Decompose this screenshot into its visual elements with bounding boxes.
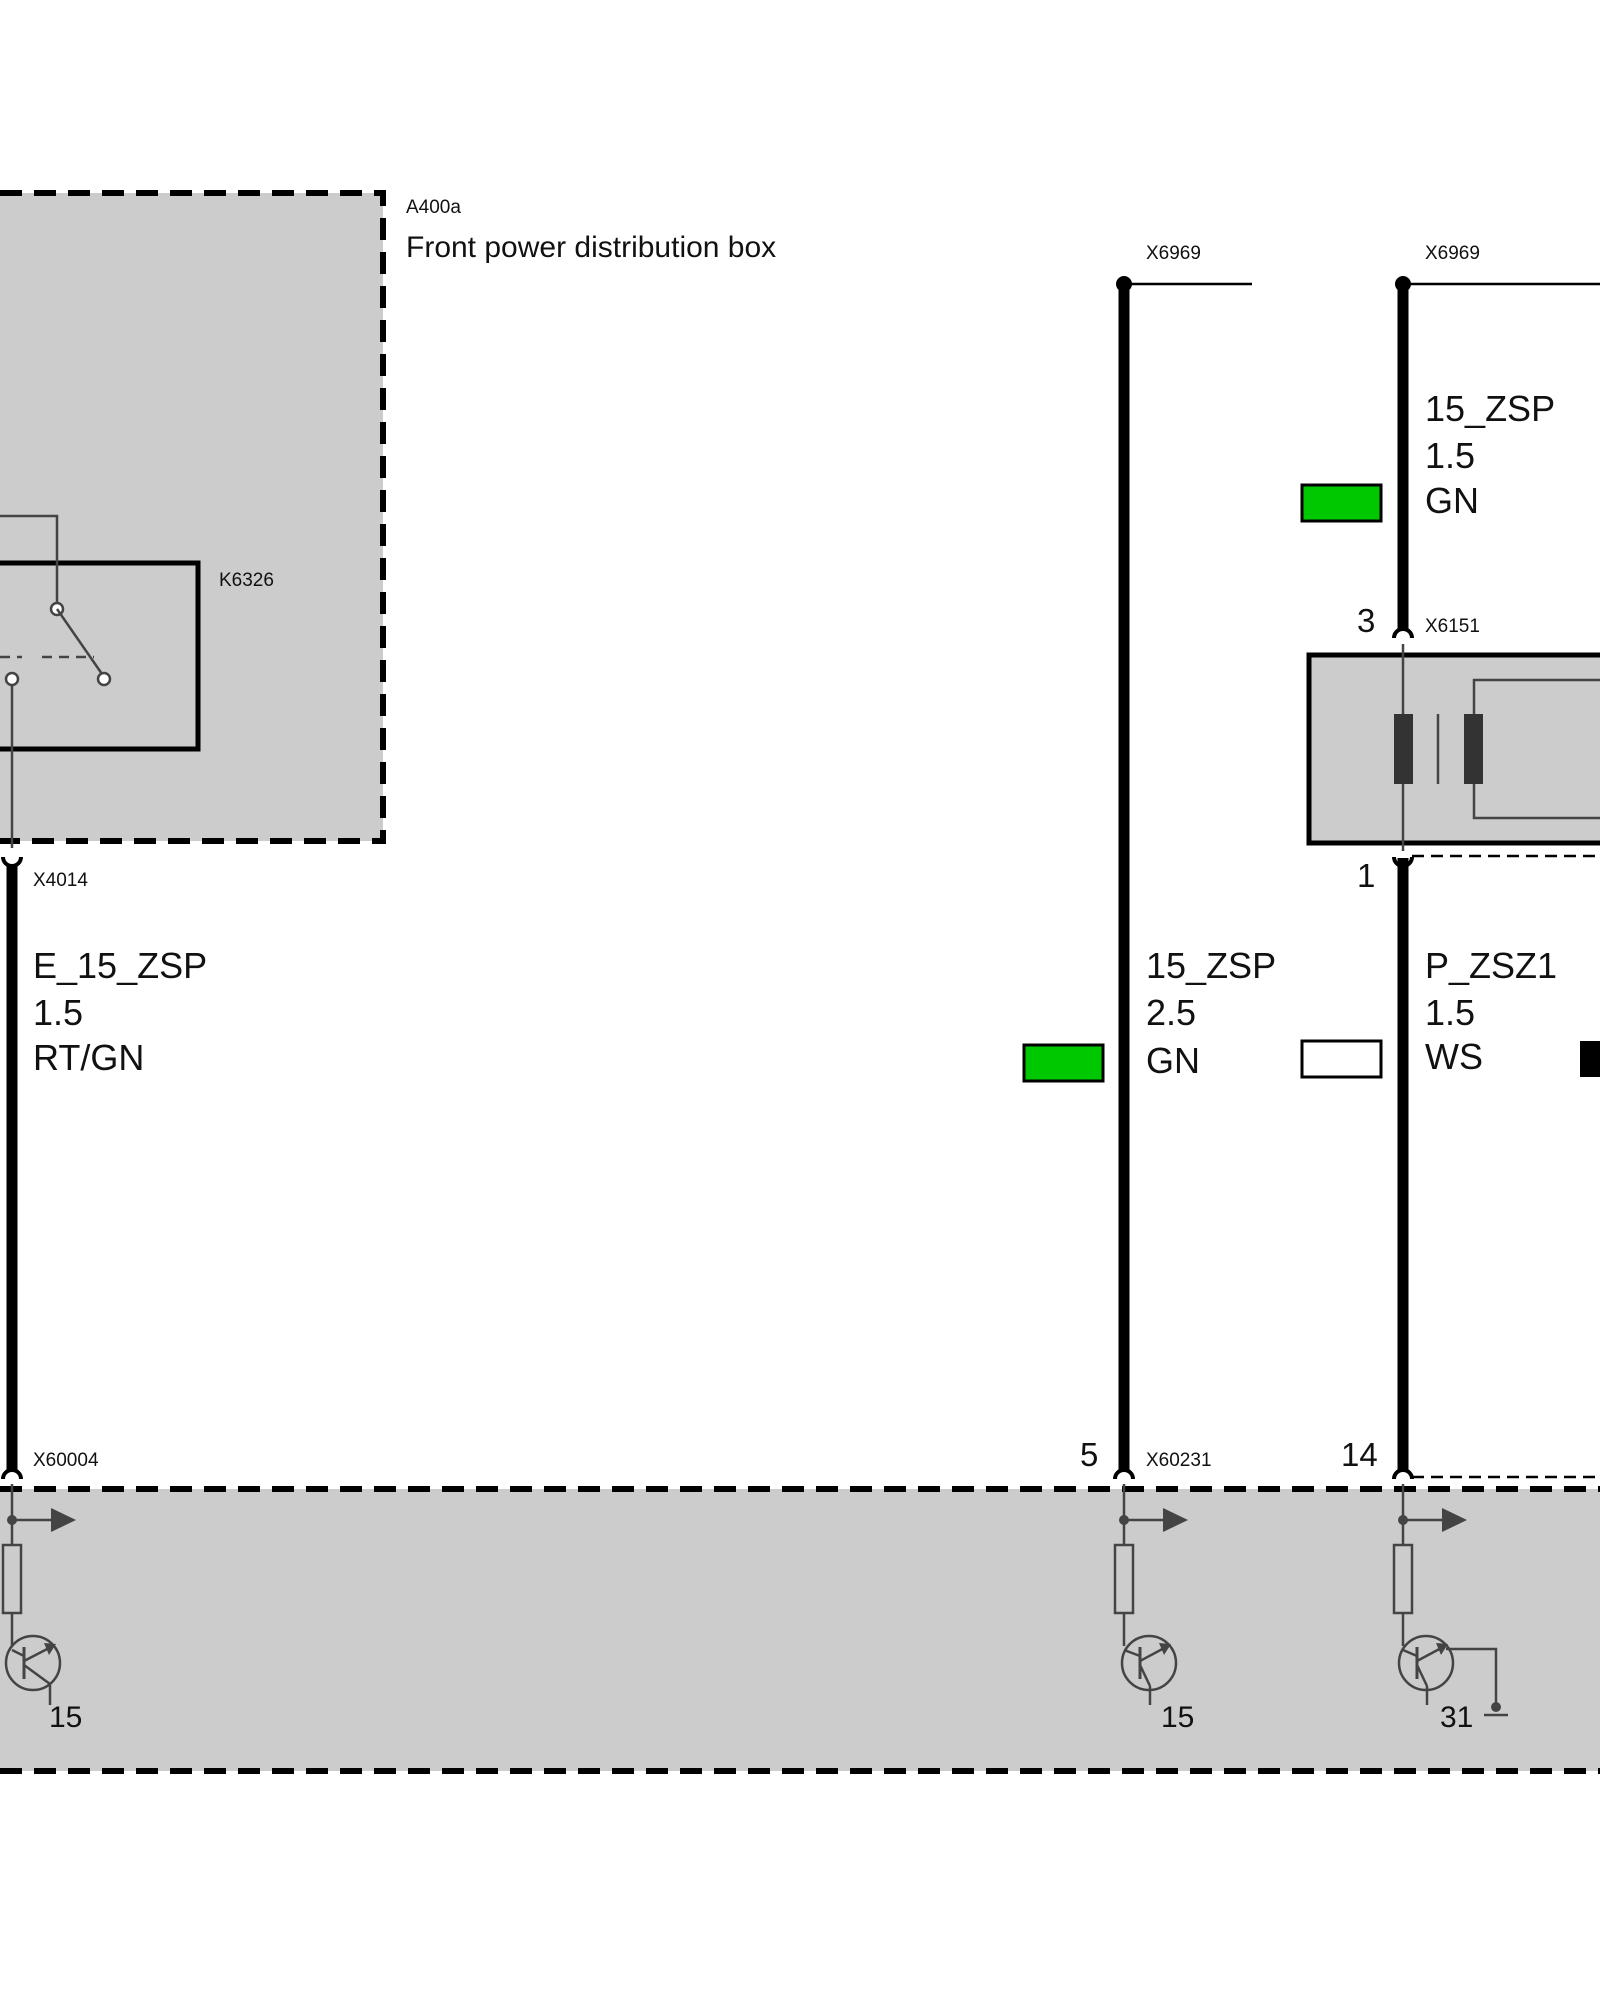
pin-3: 3 [1357,602,1375,639]
pin-1: 1 [1357,857,1375,894]
control-module [0,1489,1600,1771]
connector-x6151-pin-3 [1392,627,1414,639]
wire-2-color-swatch [1022,1043,1105,1083]
pin-5: 5 [1080,1436,1098,1473]
output-stage-2 [1113,1484,1188,1705]
connector-x60231-pin [1113,1468,1135,1480]
connector-x4014: X4014 [33,870,88,891]
wire-4-size: 1.5 [1425,435,1475,476]
terminal-2: 15 [1161,1701,1194,1734]
connector-x60004-pin [1,1468,23,1480]
relay-k6326 [0,514,201,848]
connector-x6969-a: X6969 [1146,243,1201,264]
wire-1-name: E_15_ZSP [33,945,207,986]
connector-x4014-pin [1,856,23,868]
terminal-1: 15 [49,1701,82,1734]
wire-3-name: P_ZSZ1 [1425,945,1557,986]
wire-3-size: 1.5 [1425,992,1475,1033]
wire-1-color: RT/GN [33,1037,144,1078]
connector-x60004: X60004 [33,1450,99,1471]
pdb-title: Front power distribution box [406,231,776,264]
power-distribution-box-border [0,190,386,844]
connector-pin-14 [1392,1468,1414,1480]
power-distribution-box [0,193,383,841]
wire-1-size: 1.5 [33,992,83,1033]
wire-3-color-swatch [1300,1039,1383,1079]
pdb-code: A400a [406,197,461,218]
output-stage-3 [1392,1484,1508,1717]
wire-4-color: GN [1425,480,1479,521]
relay-code: K6326 [219,570,274,591]
terminal-3: 31 [1440,1701,1473,1734]
wire-2-size: 2.5 [1146,992,1196,1033]
pin-14: 14 [1341,1436,1378,1473]
wire-2-name: 15_ZSP [1146,945,1276,986]
wire-2-color: GN [1146,1040,1200,1081]
connector-x6151: X6151 [1425,616,1480,637]
coil-symbol [1394,644,1600,851]
wire-4-name: 15_ZSP [1425,388,1555,429]
connector-x60231: X60231 [1146,1450,1212,1471]
wire-3-color: WS [1425,1036,1483,1077]
wire-next-color-swatch [1580,1041,1600,1077]
splice-x6969-a-dot [1116,276,1132,292]
output-stage-1 [1,1484,76,1705]
wire-4-color-swatch [1300,483,1383,523]
connector-x6969-b: X6969 [1425,243,1480,264]
splice-x6969-b-dot [1395,276,1411,292]
component-x6151 [1306,652,1600,846]
